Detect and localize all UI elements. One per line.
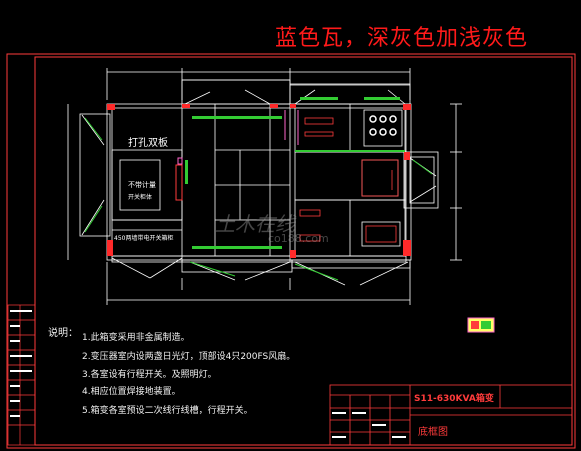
note-item-1: 1.此箱变采用非金属制造。 (82, 333, 190, 343)
watermark-brand: 土木在线 (215, 212, 295, 236)
title-block-cell-marks (332, 412, 406, 438)
title-block (329, 384, 573, 446)
label-no-meter-1: 不带计量 (128, 181, 156, 189)
equipment-boxes (299, 117, 399, 243)
notes-heading: 说明： (48, 328, 78, 339)
left-revision-strip (7, 304, 36, 446)
label-perforated-panel: 打孔双板 (128, 138, 168, 149)
drawing-frame-outer (6, 53, 576, 449)
watermark-site: co188.com (268, 232, 329, 245)
drawing-frame-inner (34, 56, 573, 446)
small-colored-icon (467, 317, 495, 333)
label-no-meter-2: 开关柜体 (128, 194, 153, 201)
label-wall-note: 450两墙带电开关箱柜 (114, 235, 174, 242)
red-wall-blocks (107, 104, 411, 258)
title-block-drawing-name: 底框图 (418, 427, 448, 438)
title-block-model: S11-630KVA箱变 (414, 394, 494, 404)
revision-strip-marks (10, 310, 32, 417)
note-item-4: 4.相应位置焊接地装置。 (82, 387, 181, 397)
drawing-title: 蓝色瓦，深灰色加浅灰色 (275, 26, 529, 51)
note-item-5: 5.箱变各室预设二次线行线槽，行程开关。 (82, 406, 253, 416)
note-item-3: 3.各室设有行程开关。及照明灯。 (82, 370, 217, 380)
colored-door-marks (84, 110, 433, 281)
plan-drawing (67, 68, 462, 305)
transformer-unit (363, 109, 403, 147)
note-item-2: 2.变压器室内设两盏日光灯，顶部设4只200FS风扇。 (82, 352, 296, 362)
green-beams (185, 97, 405, 249)
